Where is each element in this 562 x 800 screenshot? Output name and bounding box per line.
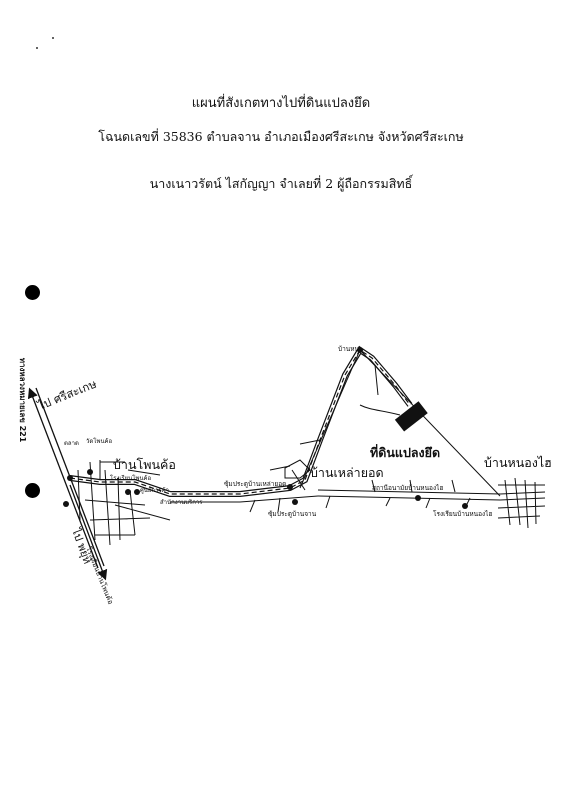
- label-ban-top: บ้านหน: [338, 345, 360, 353]
- label-small-service: สำนักงานบริการ: [160, 499, 203, 506]
- label-school-nong-sai: โรงเรียนบ้านหนองไฮ: [433, 510, 492, 518]
- label-gate-lao-yot: ซุ้มประตูบ้านเหล่ายอด: [224, 480, 286, 488]
- label-ban-nong-sai: บ้านหนองไฮ: [484, 455, 552, 470]
- map-title: แผนที่สังเกตทางไปที่ดินแปลงยึด: [191, 96, 371, 111]
- punch-hole-top: [25, 285, 40, 300]
- road-network: [77, 347, 546, 546]
- landmark-dots: [63, 347, 468, 509]
- label-gate-ban-chan: ซุ้มประตูบ้านจาน: [268, 510, 317, 518]
- label-seized-land: ที่ดินแปลงยึด: [370, 444, 440, 460]
- scan-speck: [52, 37, 54, 39]
- label-health-station: สถานีอนามัยบ้านหนองไฮ: [372, 484, 443, 492]
- owner-line: นางเนาวรัตน์ ไสกัญญา จำเลยที่ 2 ผู้ถือกร…: [149, 176, 413, 191]
- label-ban-lao-yot: บ้านเหล่ายอด: [310, 465, 384, 480]
- label-ban-phon-kho: บ้านโพนค้อ: [113, 457, 176, 472]
- punch-hole-bottom: [25, 483, 40, 498]
- seized-land-parcel: [394, 401, 428, 432]
- label-small-temple-center: ศูนย์การค้า: [140, 486, 169, 494]
- label-small-phon-kho: วัดโพนค้อ: [86, 437, 113, 445]
- label-to-sisaket: ไป ศรีสะเกษ: [35, 376, 99, 413]
- main-route: [69, 345, 413, 497]
- label-small-market: ตลาด: [64, 440, 79, 447]
- deed-line: โฉนดเลขที่ 35836 ตำบลจาน อำเภอเมืองศรีสะ…: [98, 129, 464, 144]
- highway-label: ทางหลวงหมายเลข 221: [18, 358, 27, 443]
- label-small-phon-kho-road: โรงเรียนโพนค้อ: [110, 474, 152, 482]
- scan-speck: [36, 47, 38, 49]
